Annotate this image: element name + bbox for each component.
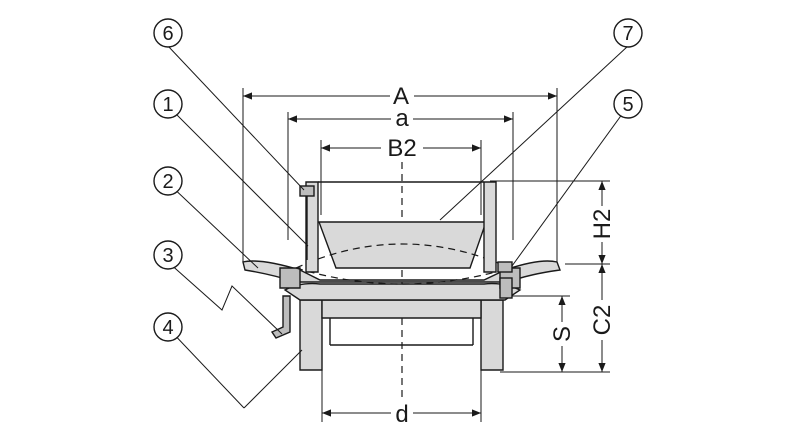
callout-number: 2 bbox=[162, 171, 173, 193]
dimension-S: S bbox=[506, 295, 576, 372]
dimension-label-C2: C2 bbox=[589, 305, 616, 336]
bolt-6 bbox=[299, 185, 315, 260]
callout-number: 4 bbox=[162, 317, 173, 339]
dimension-label-d: d bbox=[395, 401, 408, 428]
callout-1: 1 bbox=[153, 89, 183, 119]
callout-5: 5 bbox=[613, 89, 643, 119]
callout-2: 2 bbox=[153, 166, 183, 196]
dimension-a: a bbox=[287, 105, 514, 240]
bolt-5 bbox=[497, 261, 513, 299]
dimension-label-B2: B2 bbox=[387, 135, 416, 162]
dimension-label-A: A bbox=[393, 83, 409, 110]
callout-number: 3 bbox=[162, 245, 173, 267]
dimension-C2: C2 bbox=[500, 264, 616, 373]
dimension-B2: B2 bbox=[320, 134, 482, 215]
dimension-H2: H2 bbox=[490, 180, 616, 265]
dimension-label-H2: H2 bbox=[589, 209, 616, 240]
drain-body bbox=[283, 282, 522, 371]
callout-number: 7 bbox=[622, 23, 633, 45]
dimension-label-a: a bbox=[395, 105, 409, 132]
callout-number: 5 bbox=[622, 94, 633, 116]
callout-7: 7 bbox=[613, 18, 643, 48]
callout-6: 6 bbox=[153, 18, 183, 48]
callout-4: 4 bbox=[153, 312, 183, 342]
callout-number: 6 bbox=[162, 23, 173, 45]
anchor-3 bbox=[270, 295, 291, 339]
callout-3: 3 bbox=[153, 240, 183, 270]
strainer bbox=[295, 221, 511, 285]
callout-number: 1 bbox=[162, 94, 173, 116]
dimension-A: A bbox=[242, 83, 558, 262]
leader-lines bbox=[167, 45, 629, 409]
dimension-d: d bbox=[321, 345, 482, 428]
cover-ring bbox=[305, 181, 497, 273]
dimension-label-S: S bbox=[549, 326, 576, 342]
